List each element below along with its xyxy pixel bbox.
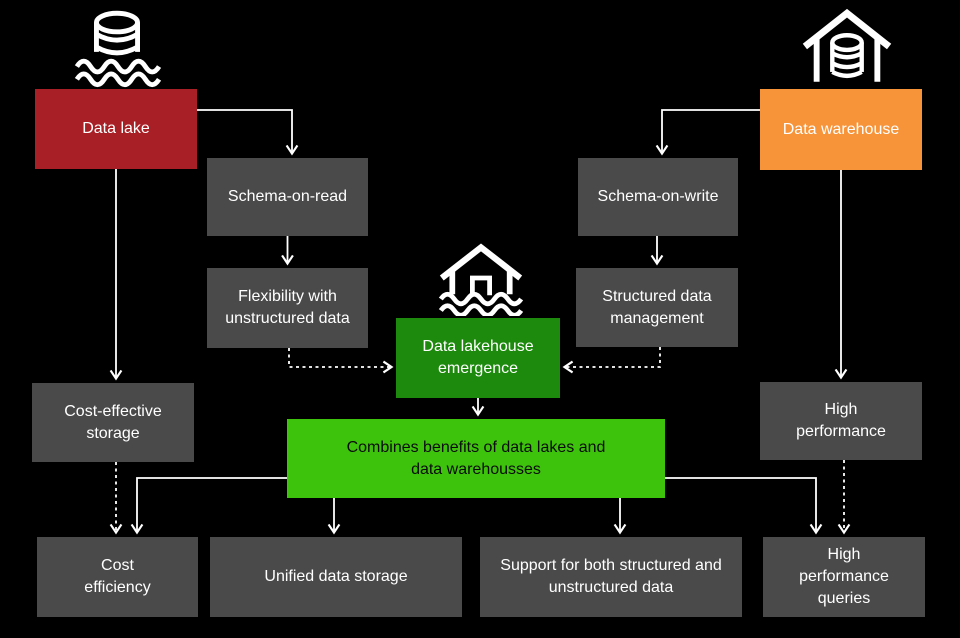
node-label: Schema-on-read [227, 188, 348, 205]
node-schema-on-read: Schema-on-read [207, 158, 368, 236]
node-label: Data lake [82, 120, 150, 137]
node-label: Combines benefits of data lakes and data… [346, 438, 606, 478]
data-lake-icon [74, 10, 162, 88]
arrow-warehouse-to-schema-write [655, 109, 760, 156]
node-cost-effective-storage: Cost-effective storage [32, 383, 194, 462]
node-high-performance-queries: High performance queries [763, 537, 925, 617]
node-schema-on-write: Schema-on-write [578, 158, 738, 236]
node-label: Data lakehouse emergence [422, 338, 534, 377]
node-label: Unified data storage [264, 568, 408, 585]
node-structured-data-management: Structured data management [576, 268, 738, 347]
arrow-lake-to-schema-read [197, 109, 299, 156]
arrow-combines-to-cost-efficiency [130, 477, 287, 535]
node-label: Schema-on-write [597, 188, 719, 205]
node-data-lakehouse-emergence: Data lakehouse emergence [396, 318, 560, 398]
node-unified-data-storage: Unified data storage [210, 537, 462, 617]
node-data-warehouse: Data warehouse [760, 89, 922, 170]
node-label: Support for both structured and unstruct… [500, 557, 722, 596]
data-warehouse-icon [802, 8, 892, 82]
node-cost-efficiency: Cost efficiency [37, 537, 198, 617]
data-lakehouse-icon [438, 243, 524, 316]
node-flexibility: Flexibility with unstructured data [207, 268, 368, 348]
dashed-arrow-flexibility-to-emergence [288, 348, 394, 374]
node-label: High performance [796, 401, 886, 440]
node-label: Structured data management [602, 287, 712, 327]
node-label: Cost-effective storage [64, 402, 162, 442]
arrow-combines-to-hp-queries [665, 477, 823, 535]
node-combines-benefits: Combines benefits of data lakes and data… [287, 419, 665, 498]
node-label: Cost efficiency [84, 557, 151, 596]
node-data-lake: Data lake [35, 89, 197, 169]
dashed-arrow-structured-to-emergence [562, 347, 661, 374]
node-label: Flexibility with unstructured data [225, 288, 350, 327]
node-high-performance: High performance [760, 382, 922, 460]
node-label: High performance queries [799, 546, 889, 607]
node-label: Data warehouse [782, 120, 900, 138]
node-support-structured-unstructured: Support for both structured and unstruct… [480, 537, 742, 617]
